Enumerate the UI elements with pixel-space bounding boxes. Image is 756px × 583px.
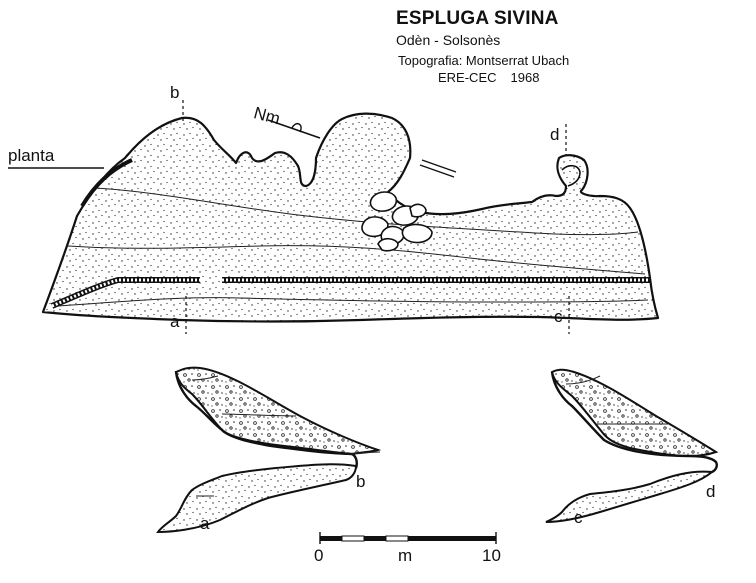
- plan-channel: [50, 277, 650, 309]
- marker-c-plan: c: [554, 307, 563, 326]
- section-cd-line-2: [565, 375, 601, 385]
- marker-a-plan: a: [170, 312, 180, 331]
- marker-a-section: a: [200, 514, 210, 533]
- marker-c-section: c: [574, 508, 583, 527]
- plan-side-passage: [561, 164, 581, 187]
- section-ab-floor: [156, 463, 358, 534]
- survey-credits: Topografia: Montserrat Ubach ERE-CEC 1968: [398, 52, 569, 86]
- plan-boulders: [361, 191, 433, 252]
- plan-cave-outline: [41, 112, 660, 323]
- survey-title: ESPLUGA SIVINA: [396, 8, 559, 29]
- section-ab: [156, 366, 382, 534]
- break-symbol: [419, 159, 457, 178]
- marker-b-plan: b: [170, 83, 180, 102]
- north-arrow: [267, 119, 321, 139]
- survey-year: 1968: [510, 70, 540, 85]
- plan-contour-3: [57, 297, 649, 307]
- plan-label: planta: [8, 146, 55, 165]
- section-cd: [545, 368, 719, 523]
- group-name: ERE-CEC: [438, 70, 497, 85]
- credit-line-2: ERE-CEC 1968: [398, 69, 569, 86]
- section-cd-wall: [550, 371, 718, 474]
- survey-location: Odèn - Solsonès: [396, 32, 501, 48]
- north-label: Nm: [252, 103, 282, 128]
- scale-end: 10: [482, 546, 501, 565]
- plan-contour-2: [67, 245, 646, 275]
- scale-unit: m: [398, 546, 413, 565]
- marker-d-plan: d: [550, 125, 560, 144]
- marker-d-section: d: [706, 482, 716, 501]
- topography-credit: Topografia: Montserrat Ubach: [398, 53, 570, 68]
- plan-wall-thick: [80, 158, 133, 208]
- plan-view: Nm: [8, 100, 660, 334]
- section-cd-floor: [545, 470, 715, 523]
- scale-start: 0: [314, 546, 324, 565]
- section-cd-ceiling: [550, 368, 719, 458]
- section-ab-line-1: [221, 413, 297, 417]
- section-ab-ceiling: [174, 366, 382, 456]
- marker-b-section: b: [356, 472, 366, 491]
- section-ab-line-2: [191, 375, 219, 381]
- section-ab-line-3: [349, 451, 381, 455]
- scale-bar: [319, 532, 497, 544]
